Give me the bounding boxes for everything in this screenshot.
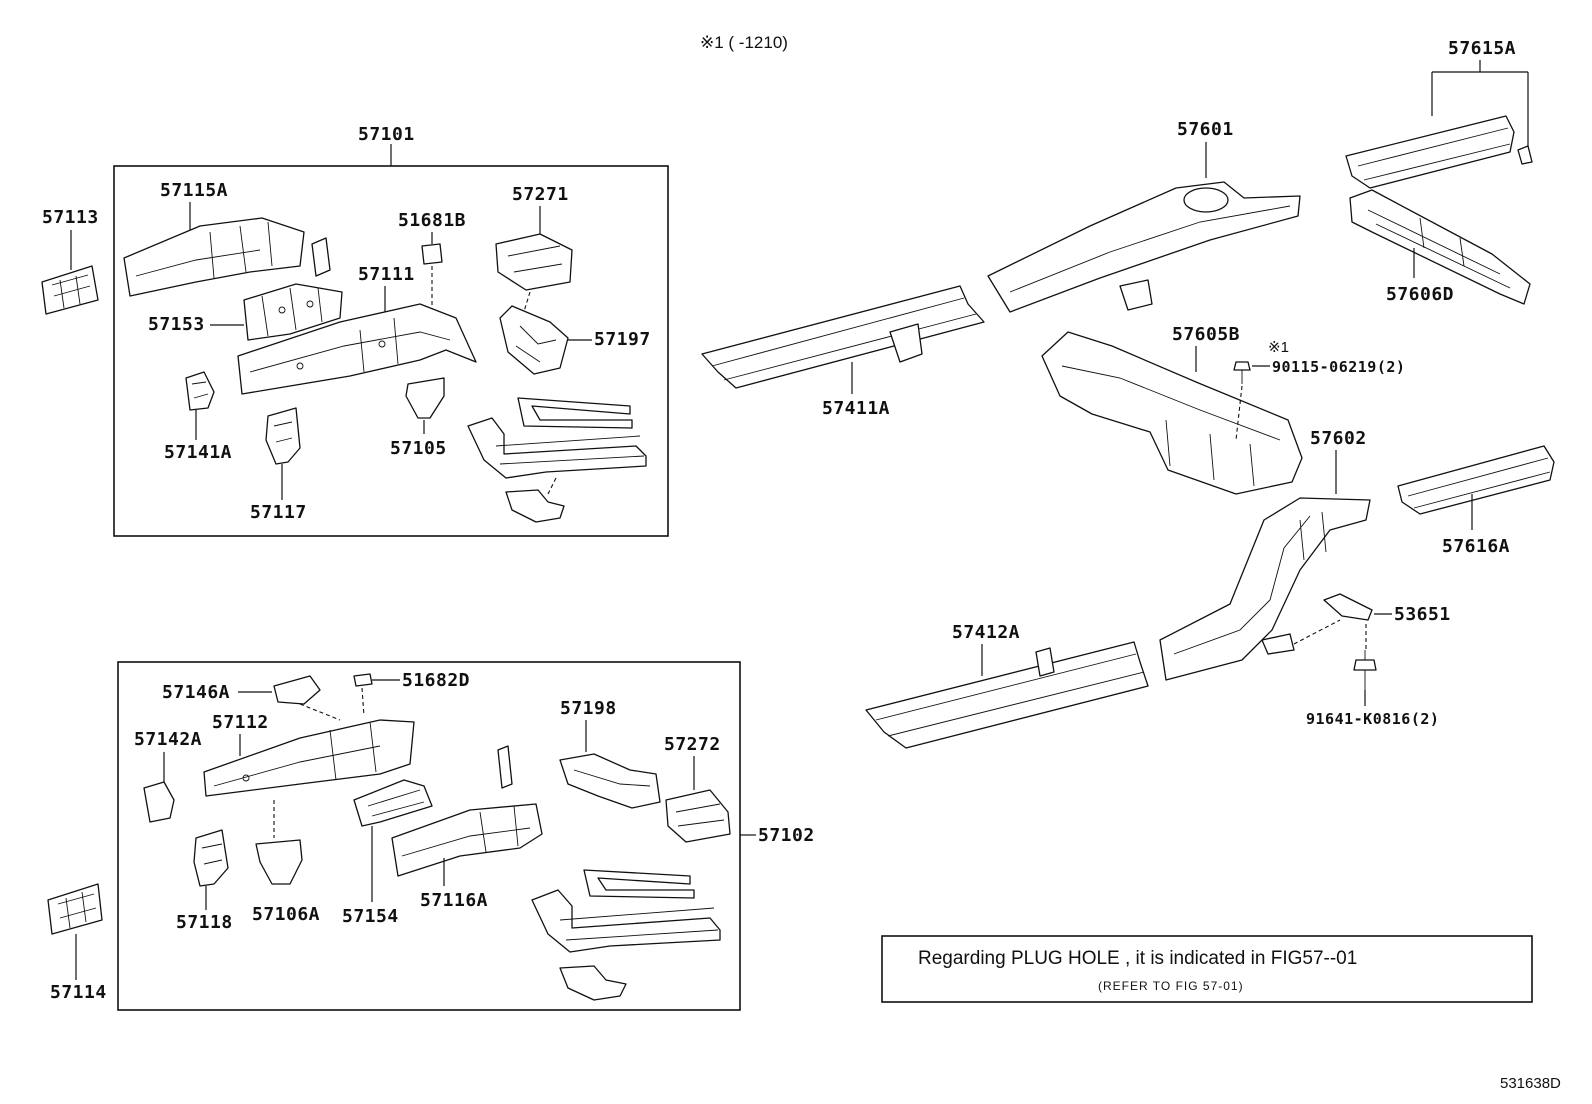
group-label-57102[interactable]: 57102 (758, 825, 815, 846)
group-label-57101[interactable]: 57101 (358, 124, 415, 145)
part-57106A[interactable] (255, 839, 303, 885)
part-57118[interactable] (193, 829, 229, 887)
label-57146A[interactable]: 57146A (162, 682, 230, 703)
part-57606D[interactable] (1349, 189, 1531, 305)
label-57111[interactable]: 57111 (358, 264, 415, 285)
label-57272[interactable]: 57272 (664, 734, 721, 755)
part-rail-upper[interactable] (467, 397, 647, 523)
label-57412A[interactable]: 57412A (952, 622, 1020, 643)
label-57117[interactable]: 57117 (250, 502, 307, 523)
part-57141A[interactable] (185, 371, 215, 411)
group-box-57102 (117, 661, 741, 1011)
label-57602[interactable]: 57602 (1310, 428, 1367, 449)
label-57153[interactable]: 57153 (148, 314, 205, 335)
part-57411A[interactable] (701, 285, 985, 389)
label-57606D[interactable]: 57606D (1386, 284, 1454, 305)
label-57115A[interactable]: 57115A (160, 180, 228, 201)
plug-hole-note-line1: Regarding PLUG HOLE , it is indicated in… (918, 948, 1357, 969)
part-57198[interactable] (559, 753, 661, 809)
part-57197[interactable] (499, 305, 569, 375)
part-57616A[interactable] (1397, 445, 1555, 515)
label-57616A[interactable]: 57616A (1442, 536, 1510, 557)
label-57116A[interactable]: 57116A (420, 890, 488, 911)
part-57272[interactable] (665, 789, 731, 843)
label-57197[interactable]: 57197 (594, 329, 651, 350)
part-57113[interactable] (41, 265, 99, 315)
label-57198[interactable]: 57198 (560, 698, 617, 719)
part-57115A[interactable] (123, 217, 331, 297)
part-51682D[interactable] (353, 673, 373, 687)
figure-code: 531638D (1500, 1075, 1561, 1092)
label-57615A[interactable]: 57615A (1448, 38, 1516, 59)
part-57116A[interactable] (391, 803, 543, 877)
part-57112[interactable] (203, 719, 415, 797)
plug-hole-note-line2: (REFER TO FIG 57-01) (1098, 979, 1244, 993)
label-51681B[interactable]: 51681B (398, 210, 466, 231)
part-91641-bolt[interactable] (1353, 650, 1377, 690)
label-57154[interactable]: 57154 (342, 906, 399, 927)
label-57142A[interactable]: 57142A (134, 729, 202, 750)
label-91641-K0816[interactable]: 91641-K0816(2) (1306, 710, 1439, 728)
part-51681B[interactable] (421, 243, 443, 265)
label-57106A[interactable]: 57106A (252, 904, 320, 925)
part-57154[interactable] (353, 779, 433, 827)
part-rail-lower[interactable] (531, 869, 721, 1001)
label-57601[interactable]: 57601 (1177, 119, 1234, 140)
part-57142A[interactable] (143, 781, 175, 823)
part-57602[interactable] (1159, 497, 1371, 681)
plug-hole-note-box (881, 935, 1533, 1003)
label-57112[interactable]: 57112 (212, 712, 269, 733)
part-57146A[interactable] (273, 675, 321, 705)
label-57141A[interactable]: 57141A (164, 442, 232, 463)
part-57412A[interactable] (865, 641, 1149, 749)
part-57601[interactable] (987, 181, 1301, 313)
part-57271[interactable] (495, 233, 573, 291)
part-57105[interactable] (405, 377, 445, 419)
label-57113[interactable]: 57113 (42, 207, 99, 228)
part-bracket-lower[interactable] (497, 745, 513, 789)
label-57114[interactable]: 57114 (50, 982, 107, 1003)
label-53651[interactable]: 53651 (1394, 604, 1451, 625)
label-57105[interactable]: 57105 (390, 438, 447, 459)
part-57117[interactable] (265, 407, 301, 465)
part-57111[interactable] (237, 303, 477, 395)
label-57271[interactable]: 57271 (512, 184, 569, 205)
part-90115-bolt[interactable] (1233, 361, 1251, 384)
part-57605B[interactable] (1041, 331, 1303, 495)
part-57114[interactable] (47, 883, 103, 935)
header-note: ※1 ( -1210) (700, 33, 788, 52)
label-51682D[interactable]: 51682D (402, 670, 470, 691)
part-57153[interactable] (243, 283, 343, 341)
label-57118[interactable]: 57118 (176, 912, 233, 933)
label-57411A[interactable]: 57411A (822, 398, 890, 419)
part-53651[interactable] (1323, 593, 1373, 621)
star-note-1: ※1 (1268, 339, 1289, 356)
label-57605B[interactable]: 57605B (1172, 324, 1240, 345)
label-90115-06219[interactable]: 90115-06219(2) (1272, 358, 1405, 376)
part-57615A[interactable] (1345, 115, 1533, 189)
